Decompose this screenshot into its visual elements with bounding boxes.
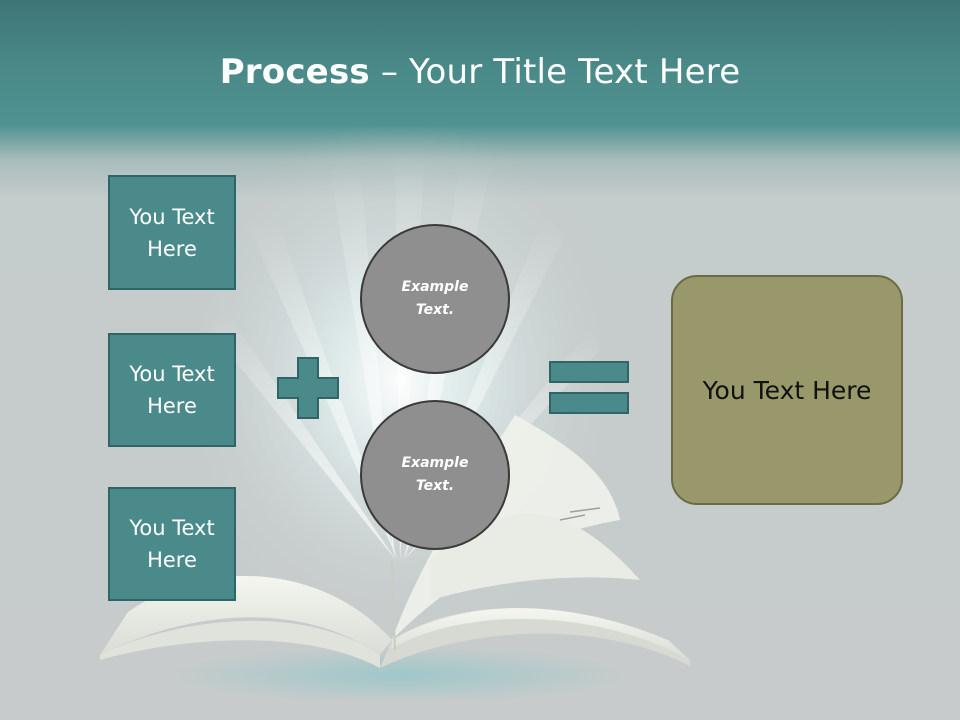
text-box-line1: You Text: [129, 362, 215, 386]
circle-line1: Example: [401, 455, 469, 471]
title-rest: – Your Title Text Here: [369, 52, 741, 92]
text-box-3: You Text Here: [108, 487, 236, 601]
equals-icon: [549, 361, 629, 414]
title-bold: Process: [219, 52, 370, 92]
circle-line2: Text.: [415, 478, 455, 494]
text-box-1: You Text Here: [108, 175, 236, 290]
circle-line2: Text.: [415, 302, 455, 318]
text-box-line2: Here: [147, 394, 197, 418]
result-text: You Text Here: [702, 375, 872, 405]
example-circle-2: Example Text.: [360, 400, 510, 550]
text-box-line2: Here: [147, 548, 197, 572]
circle-line1: Example: [401, 279, 469, 295]
text-box-2: You Text Here: [108, 333, 236, 447]
text-box-line1: You Text: [129, 204, 215, 229]
example-circle-1: Example Text.: [360, 224, 510, 374]
plus-icon: [277, 357, 339, 419]
text-box-line2: Here: [147, 236, 197, 261]
text-box-line1: You Text: [129, 516, 215, 540]
result-box: You Text Here: [671, 275, 903, 505]
slide-title: Process – Your Title Text Here: [0, 52, 960, 92]
